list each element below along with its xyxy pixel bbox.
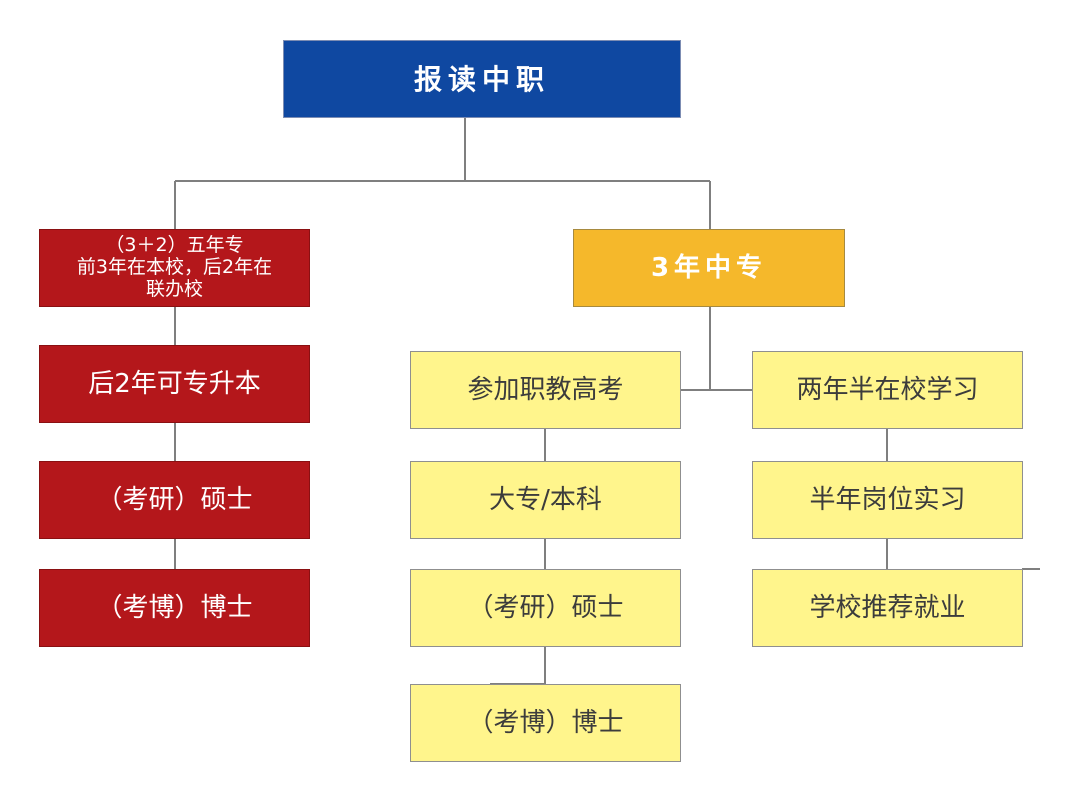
vocational-exam-label: 参加职教高考 — [467, 374, 624, 405]
five-year-line-2: 前3年在本校，后2年在 — [76, 256, 273, 279]
upgrade-to-bachelor-label: 后2年可专升本 — [88, 368, 261, 399]
left-doctorate-node: （考博）博士 — [39, 569, 310, 647]
right-doctorate-node: （考博）博士 — [410, 684, 681, 762]
job-placement-label: 学校推荐就业 — [809, 592, 966, 623]
root-node: 报读中职 — [283, 40, 681, 118]
five-year-program-node: （3＋2）五年专 前3年在本校，后2年在 联办校 — [39, 229, 310, 307]
job-placement-node: 学校推荐就业 — [752, 569, 1023, 647]
left-masters-node: （考研）硕士 — [39, 461, 310, 539]
college-degree-label: 大专/本科 — [489, 484, 602, 515]
left-doctorate-label: （考博）博士 — [96, 592, 253, 623]
right-doctorate-label: （考博）博士 — [467, 707, 624, 738]
college-degree-node: 大专/本科 — [410, 461, 681, 539]
three-year-program-label: 3年中专 — [650, 252, 768, 283]
on-campus-study-node: 两年半在校学习 — [752, 351, 1023, 429]
upgrade-to-bachelor-node: 后2年可专升本 — [39, 345, 310, 423]
three-year-program-node: 3年中专 — [573, 229, 845, 307]
five-year-line-1: （3＋2）五年专 — [105, 234, 244, 257]
right-masters-node: （考研）硕士 — [410, 569, 681, 647]
left-masters-label: （考研）硕士 — [96, 484, 253, 515]
on-campus-study-label: 两年半在校学习 — [796, 374, 979, 405]
internship-label: 半年岗位实习 — [809, 484, 966, 515]
vocational-exam-node: 参加职教高考 — [410, 351, 681, 429]
five-year-line-3: 联办校 — [145, 277, 203, 300]
internship-node: 半年岗位实习 — [752, 461, 1023, 539]
right-masters-label: （考研）硕士 — [467, 592, 624, 623]
root-label: 报读中职 — [413, 62, 550, 96]
